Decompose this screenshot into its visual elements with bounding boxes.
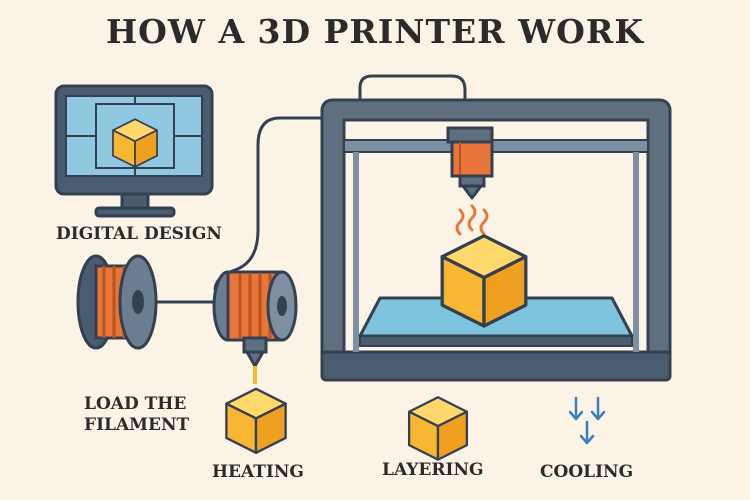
filament-cable xyxy=(213,116,322,291)
extruder-icon xyxy=(212,270,298,384)
step-label-layering: LAYERING xyxy=(382,460,484,480)
printed-cube-icon xyxy=(440,234,528,328)
heat-waves-icon xyxy=(455,204,489,236)
step-label-heating: HEATING xyxy=(212,462,304,482)
load-label-line2: FILAMENT xyxy=(84,415,190,435)
cooling-arrows-icon xyxy=(568,396,606,445)
monitor-icon xyxy=(54,84,214,218)
spool-icon xyxy=(76,254,158,350)
printer-icon xyxy=(320,98,672,382)
layering-cube-icon xyxy=(407,396,469,461)
page-title: HOW A 3D PRINTER WORK xyxy=(105,12,644,51)
step-label-digital-design: DIGITAL DESIGN xyxy=(56,224,222,244)
load-label-line1: LOAD THE xyxy=(84,394,187,414)
cube-icon xyxy=(225,387,287,454)
step-label-load-filament: LOAD THE FILAMENT xyxy=(84,394,189,436)
printer-feed-cable xyxy=(358,74,467,120)
step-label-cooling: COOLING xyxy=(540,462,634,482)
